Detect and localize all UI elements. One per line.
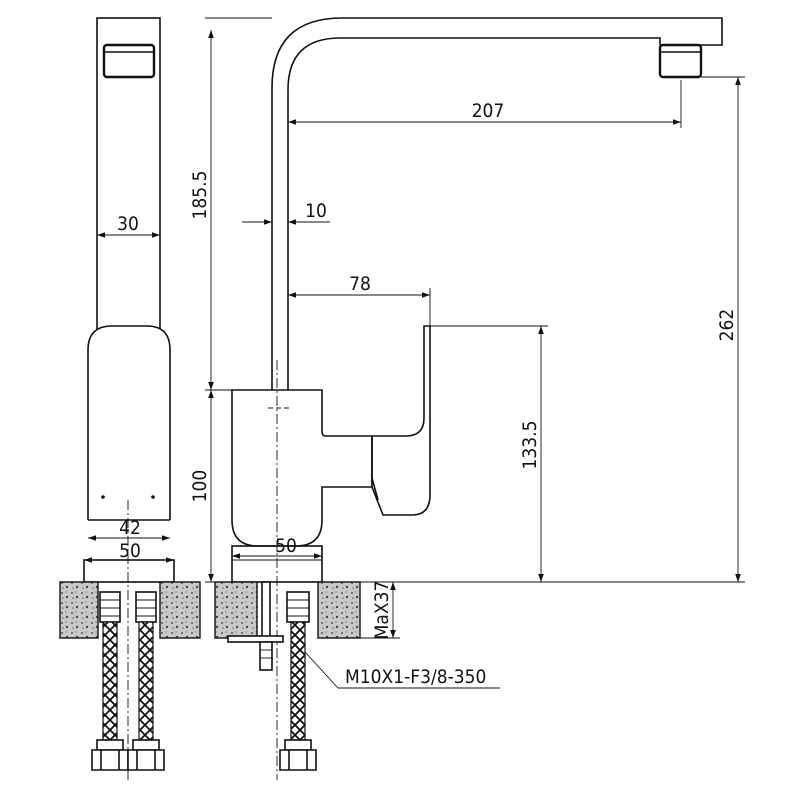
side-countertop-right: [317, 581, 361, 639]
side-aerator: [658, 43, 703, 79]
side-body: [231, 389, 373, 547]
dim-base-inner-front: 42: [119, 517, 141, 539]
side-lever: [371, 325, 431, 516]
mounting-nut: [259, 641, 273, 671]
front-view: 30 42 50: [59, 17, 201, 780]
front-countertop-right: [159, 581, 201, 639]
side-hose-fitting: [286, 591, 310, 623]
front-countertop-left: [59, 581, 99, 639]
dim-spout-height: 185.5: [189, 171, 211, 220]
dim-base-outer-front: 50: [119, 540, 141, 562]
mounting-plate: [227, 635, 284, 643]
dim-spout-tube-diameter: 10: [305, 200, 327, 222]
front-aerator: [102, 43, 156, 79]
front-body: [87, 325, 171, 520]
side-spout-outer: [271, 17, 723, 390]
dim-spout-reach: 207: [472, 100, 505, 122]
dim-lever-offset: 78: [349, 273, 371, 295]
hose-spec-label: M10X1-F3/8-350: [345, 666, 486, 688]
dim-body-height: 100: [189, 470, 211, 503]
front-hoses: [91, 591, 165, 771]
side-view: 207 10 78 50 185.5 100 133.5 262: [189, 17, 745, 780]
dim-body-width-side: 50: [275, 535, 297, 557]
side-countertop-left: [214, 581, 258, 639]
front-spout-column: [96, 17, 161, 339]
side-hose-braid: [290, 621, 306, 741]
dim-max-counter-thickness: MaX37: [371, 581, 393, 640]
dim-spout-width-front: 30: [117, 213, 139, 235]
dim-total-height: 262: [716, 309, 738, 342]
front-base-ring: [83, 559, 175, 583]
dim-lever-height: 133.5: [519, 421, 541, 470]
side-spout-inner: [287, 37, 661, 390]
